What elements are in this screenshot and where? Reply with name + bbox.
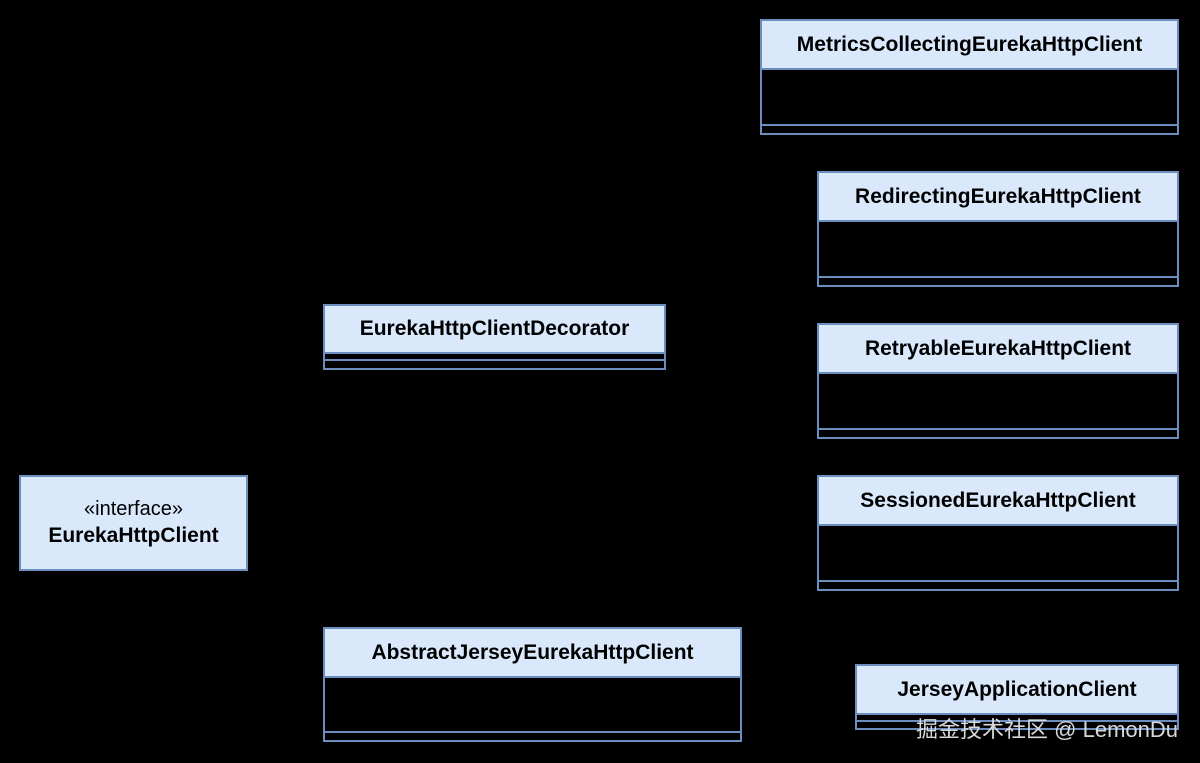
interface-stereotype: «interface» [84,498,183,520]
class-name: JerseyApplicationClient [855,664,1179,715]
class-body [760,70,1179,135]
class-body [817,374,1179,439]
class-jersey-application-client: JerseyApplicationClient [855,664,1179,730]
eureka-http-client-interface: «interface» EurekaHttpClient [19,475,248,571]
class-name: RedirectingEurekaHttpClient [817,171,1179,222]
class-divider [857,720,1177,722]
class-divider [819,580,1177,582]
class-body [817,222,1179,287]
class-name: AbstractJerseyEurekaHttpClient [323,627,742,678]
class-metrics-collecting-eureka-http-client: MetricsCollectingEurekaHttpClient [760,19,1179,135]
class-body [855,715,1179,730]
class-name: MetricsCollectingEurekaHttpClient [760,19,1179,70]
class-divider [819,276,1177,278]
class-body [817,526,1179,591]
class-divider [325,359,664,361]
interface-name: EurekaHttpClient [48,524,219,547]
class-name: SessionedEurekaHttpClient [817,475,1179,526]
class-divider [819,428,1177,430]
class-redirecting-eureka-http-client: RedirectingEurekaHttpClient [817,171,1179,287]
class-retryable-eureka-http-client: RetryableEurekaHttpClient [817,323,1179,439]
class-eureka-http-client-decorator: EurekaHttpClientDecorator [323,304,666,370]
class-name: RetryableEurekaHttpClient [817,323,1179,374]
class-name: EurekaHttpClientDecorator [323,304,666,354]
watermark-text: 掘金技术社区 @ LemonDu [916,717,1178,742]
class-body [323,354,666,370]
class-body [323,678,742,742]
class-divider [325,731,740,733]
class-sessioned-eureka-http-client: SessionedEurekaHttpClient [817,475,1179,591]
class-abstract-jersey-eureka-http-client: AbstractJerseyEurekaHttpClient [323,627,742,742]
class-divider [762,124,1177,126]
